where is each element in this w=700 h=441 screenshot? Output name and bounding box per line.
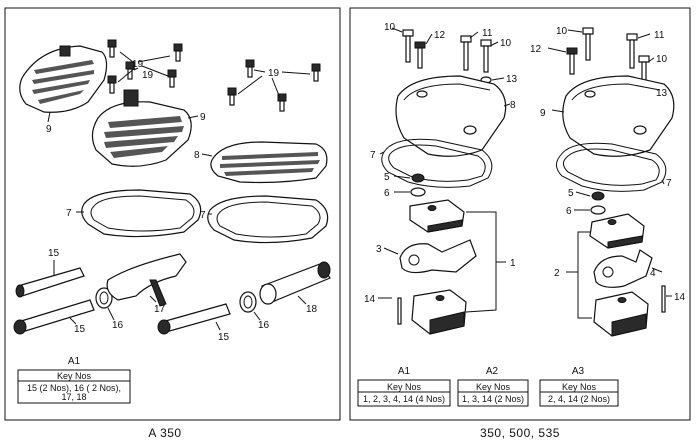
callout: 6 — [384, 188, 390, 199]
nut-5-6-right-b — [590, 191, 606, 215]
keytable-right-a2-line: 1, 3, 14 (2 Nos) — [462, 394, 524, 404]
callout: 16 — [258, 320, 270, 331]
bracket-lower-2 — [593, 291, 649, 337]
keytable-right-a1-line: 1, 2, 3, 4, 14 (4 Nos) — [363, 394, 445, 404]
callout: 11 — [482, 28, 493, 39]
nut-5-6-right-a — [410, 173, 426, 197]
callout: 10 — [500, 38, 512, 49]
callout: 13 — [656, 88, 668, 99]
left-panel-frame — [4, 7, 341, 421]
keytable-left: A1 Key Nos 15 (2 Nos), 16 ( 2 Nos), 17, … — [17, 356, 131, 404]
keytable-right-a1-title: A1 — [398, 366, 411, 377]
callout: 11 — [654, 30, 665, 41]
keytable-right-a2-title: A2 — [486, 366, 499, 377]
ring-16-right — [239, 291, 257, 313]
callout: 7 — [200, 210, 206, 221]
bolt-group-19-left — [107, 39, 183, 94]
ring-16-left — [95, 287, 113, 309]
shaft-15-a — [15, 267, 85, 298]
callout: 15 — [74, 324, 86, 335]
gasket-7-left — [81, 189, 202, 238]
rocker-4 — [593, 249, 653, 288]
keytable-right-a3-line: 2, 4, 14 (2 Nos) — [548, 394, 610, 404]
gasket-7-right-b — [556, 142, 667, 192]
callout: 1 — [510, 258, 516, 269]
callout: 16 — [112, 320, 124, 331]
callout: 18 — [306, 304, 318, 315]
callout: 6 — [566, 206, 572, 217]
keytable-right-a2-header: Key Nos — [476, 382, 511, 392]
gasket-7-right — [207, 195, 329, 244]
callout: 7 — [66, 208, 72, 219]
callout: 8 — [194, 150, 200, 161]
right-caption: 350, 500, 535 — [480, 426, 560, 440]
gasket-7-right-a — [381, 138, 493, 188]
keytable-right-a1-header: Key Nos — [387, 382, 422, 392]
callout: 14 — [364, 294, 376, 305]
keytable-right-a3-title: A3 — [572, 366, 585, 377]
left-caption: A 350 — [148, 426, 181, 440]
callout: 7 — [666, 178, 672, 189]
callout: 13 — [506, 74, 518, 85]
callout: 2 — [554, 268, 560, 279]
rocker-3 — [399, 239, 477, 274]
keytable-left-title: A1 — [68, 356, 81, 367]
callout: 5 — [384, 172, 390, 183]
bracket-upper-1 — [409, 199, 465, 233]
keytable-left-header: Key Nos — [57, 371, 92, 381]
bracket-upper-2 — [589, 213, 645, 249]
callout: 7 — [370, 150, 376, 161]
right-panel-frame — [349, 7, 691, 421]
callout: 19 — [142, 70, 154, 81]
callout: 9 — [200, 112, 206, 123]
head-cover-8 — [210, 141, 328, 184]
callout: 17 — [154, 304, 166, 315]
keytable-right-a3-header: Key Nos — [562, 382, 597, 392]
rocker-arm-17 — [106, 253, 187, 307]
sleeve-18 — [259, 261, 331, 305]
shaft-15-c — [157, 303, 231, 335]
callout: 10 — [384, 22, 396, 33]
shaft-15-b — [13, 299, 95, 335]
callout: 10 — [656, 54, 668, 65]
callout: 3 — [376, 244, 382, 255]
callout: 12 — [434, 30, 446, 41]
cover-9-right — [562, 75, 675, 157]
keytable-left-line2: 17, 18 — [61, 392, 86, 402]
callout: 9 — [46, 124, 52, 135]
callout: 19 — [132, 59, 144, 70]
cover-8-right — [395, 75, 507, 157]
callout: 14 — [674, 292, 686, 303]
bolt-group-19-right — [227, 59, 321, 112]
callout: 8 — [510, 100, 516, 111]
pin-14-right-a — [397, 297, 402, 325]
keytable-right-a2: A2 Key Nos 1, 3, 14 (2 Nos) — [457, 366, 529, 407]
callout: 12 — [530, 44, 542, 55]
left-callouts: 19 19 19 9 9 8 7 7 15 15 16 17 16 15 18 — [46, 59, 318, 343]
callout: 4 — [650, 268, 656, 279]
rocker-cover-upper — [19, 45, 108, 113]
bolts-right-a — [402, 29, 492, 84]
callout: 9 — [540, 108, 546, 119]
keytable-right-a1: A1 Key Nos 1, 2, 3, 4, 14 (4 Nos) — [357, 366, 451, 407]
rocker-cover-lower — [91, 89, 192, 167]
keytable-right-a3: A3 Key Nos 2, 4, 14 (2 Nos) — [539, 366, 619, 407]
pin-14-right-b — [661, 285, 666, 313]
callout: 5 — [568, 188, 574, 199]
bracket-lower-1 — [411, 289, 467, 335]
callout: 15 — [218, 332, 230, 343]
callout: 19 — [268, 68, 280, 79]
keytable-left-line1: 15 (2 Nos), 16 ( 2 Nos), — [27, 383, 121, 393]
callout: 15 — [48, 248, 60, 259]
callout: 10 — [556, 26, 568, 37]
right-callouts: 10 12 11 10 13 8 7 5 6 3 1 14 10 11 12 1… — [364, 22, 686, 305]
